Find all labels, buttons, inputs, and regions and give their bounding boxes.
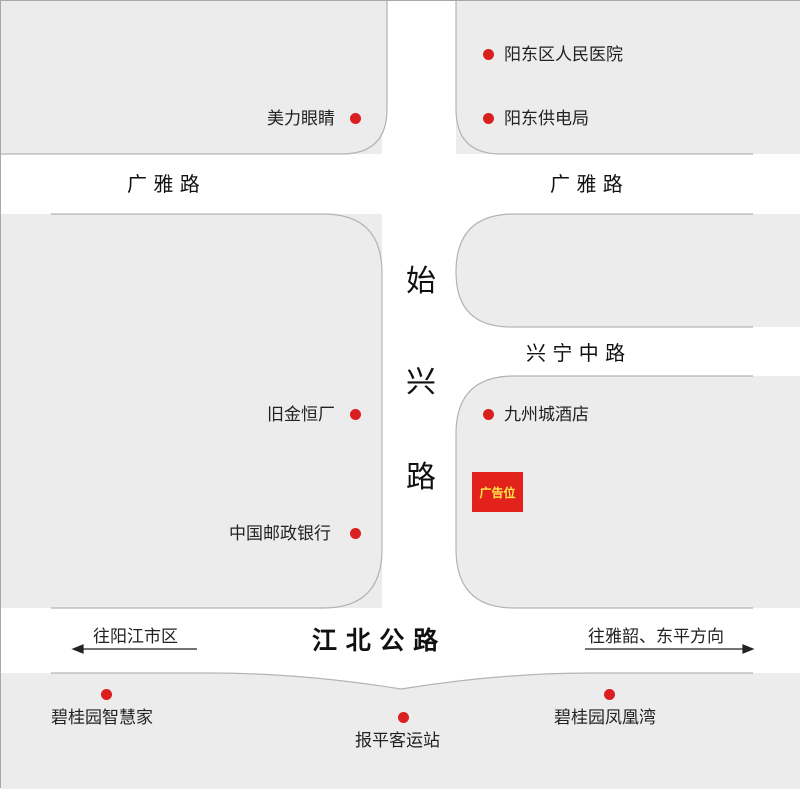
poi-fenghuangwan-marker — [604, 689, 615, 700]
road-edges — [1, 1, 753, 690]
poi-jiujin-label: 旧金恒厂 — [267, 405, 335, 425]
poi-hospital-marker — [483, 49, 494, 60]
arrow-left-line — [71, 644, 197, 654]
road-xingning — [456, 327, 800, 376]
road-label-shixing-char-2: 兴 — [406, 365, 436, 400]
poi-power-label: 阳东供电局 — [504, 109, 589, 129]
direction-yangjiang: 往阳江市区 — [93, 627, 178, 647]
poi-station-label: 报平客运站 — [355, 731, 440, 751]
poi-jiujin-marker — [350, 409, 361, 420]
poi-jiuzhou-label: 九州城酒店 — [504, 405, 589, 425]
road-guangya — [1, 154, 800, 214]
poi-power-marker — [483, 113, 494, 124]
poi-hospital-label: 阳东区人民医院 — [504, 45, 623, 65]
road-label-shixing-char-1: 始 — [406, 264, 436, 299]
poi-fenghuangwan-label: 碧桂园凤凰湾 — [554, 708, 656, 728]
road-label-guangya-right: 广 雅 路 — [550, 172, 623, 196]
road-jiangbei — [1, 608, 800, 689]
poi-jiuzhou-marker — [483, 409, 494, 420]
road-shixing — [382, 1, 456, 608]
road-label-jiangbei: 江 北 公 路 — [312, 626, 439, 655]
ad-slot: 广告位 — [472, 472, 523, 512]
poi-postbank-label: 中国邮政银行 — [229, 524, 331, 544]
poi-meili-marker — [350, 113, 361, 124]
road-label-xingning: 兴 宁 中 路 — [526, 341, 626, 365]
road-label-shixing-col: 始 兴 路 — [406, 267, 436, 493]
poi-postbank-marker — [350, 528, 361, 539]
poi-zhihuijia-label: 碧桂园智慧家 — [51, 708, 153, 728]
poi-zhihuijia-marker — [101, 689, 112, 700]
road-label-guangya-left: 广 雅 路 — [127, 172, 200, 196]
poi-meili-label: 美力眼睛 — [267, 109, 335, 129]
arrow-right-line — [585, 644, 755, 654]
poi-station-marker — [398, 712, 409, 723]
direction-yashao-dongping: 往雅韶、东平方向 — [588, 627, 724, 647]
road-label-shixing-char-3: 路 — [406, 460, 436, 495]
